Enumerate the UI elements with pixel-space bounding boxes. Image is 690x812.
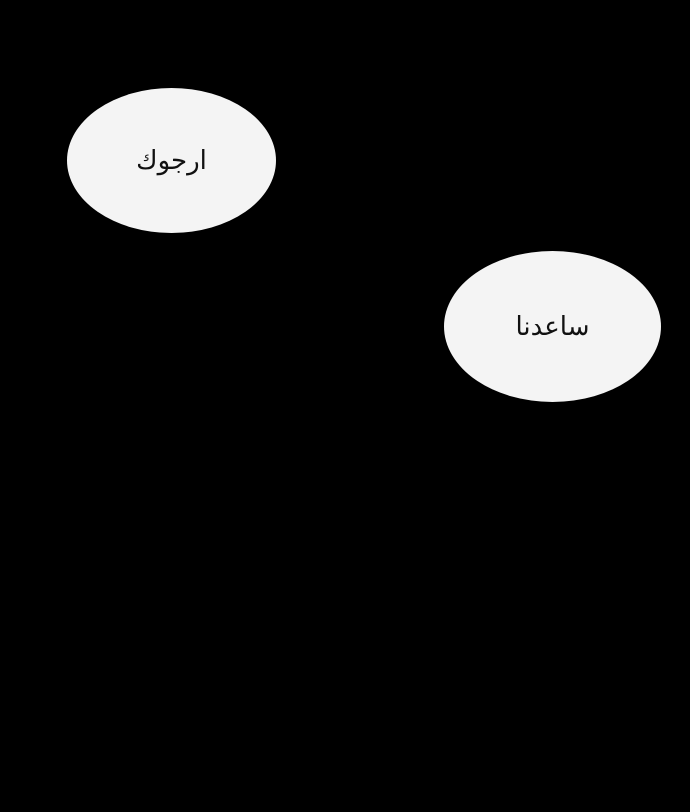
- speech-bubble-please: ارجوك: [67, 88, 276, 233]
- speech-bubble-text: ساعدنا: [515, 311, 590, 342]
- speech-bubble-text: ارجوك: [136, 145, 207, 176]
- speech-bubble-help-us: ساعدنا: [444, 251, 661, 402]
